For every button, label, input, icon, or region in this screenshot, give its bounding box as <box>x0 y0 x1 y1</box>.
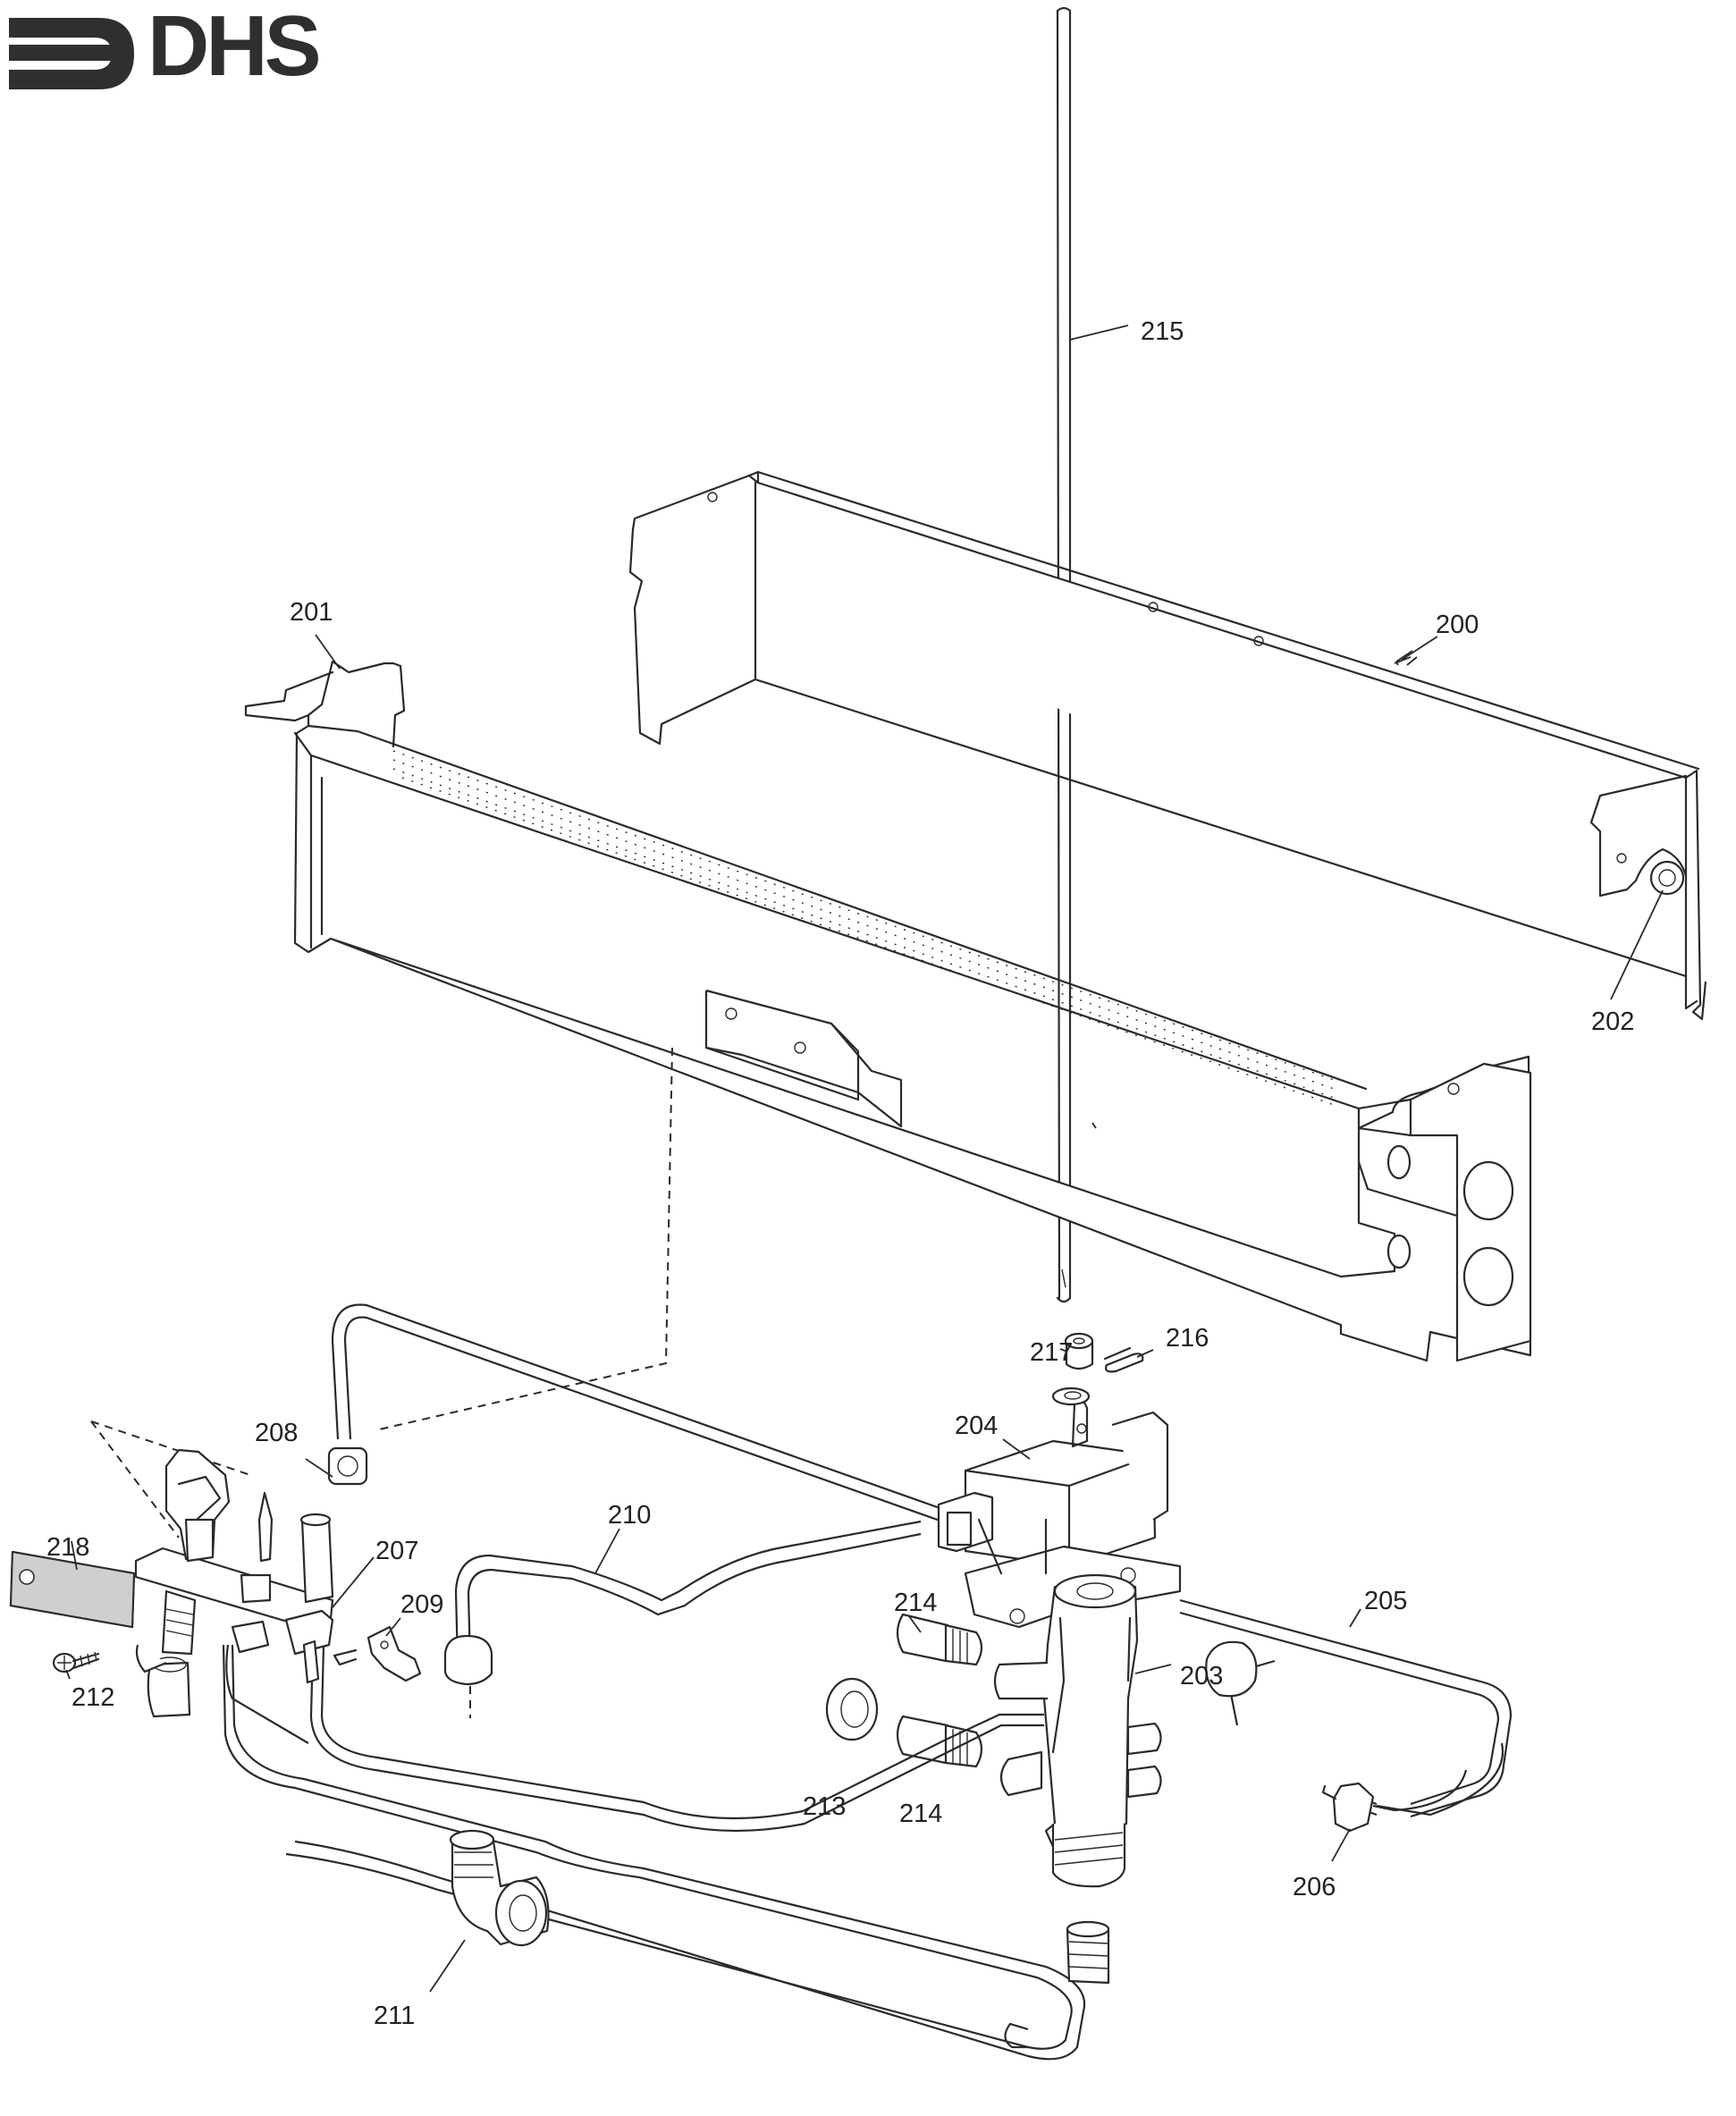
callouts: 215 200 201 202 217 216 204 208 210 218 … <box>46 317 1634 2030</box>
fitting-206 <box>1332 1782 1375 1833</box>
callout-210: 210 <box>608 1501 651 1530</box>
callout-214-top: 214 <box>894 1589 937 1617</box>
callout-215: 215 <box>1141 317 1184 346</box>
panel-200 <box>628 470 1707 1021</box>
washer <box>1051 1387 1091 1406</box>
elbow-211 <box>449 1829 550 1947</box>
callout-216: 216 <box>1166 1324 1209 1353</box>
callout-202: 202 <box>1591 1007 1634 1036</box>
callout-201: 201 <box>290 598 333 627</box>
callout-218: 218 <box>46 1533 89 1562</box>
inlet-fitting <box>1066 1920 1110 1985</box>
burner-201 <box>244 660 1532 1362</box>
callout-204: 204 <box>955 1412 998 1440</box>
callout-208: 208 <box>255 1419 298 1447</box>
callout-217: 217 <box>1030 1338 1073 1367</box>
guide-line-1 <box>375 1047 673 1431</box>
arrow-logo-icon <box>9 18 134 89</box>
callout-211: 211 <box>374 2002 415 2030</box>
dhs-logo: DHS <box>0 0 384 107</box>
rod-215 <box>1056 6 1072 1303</box>
callout-209: 209 <box>400 1590 443 1619</box>
callout-212: 212 <box>72 1683 114 1712</box>
label-218 <box>9 1550 136 1629</box>
screw-212 <box>52 1651 100 1673</box>
clip-216 <box>1103 1346 1144 1373</box>
tube-205 <box>1179 1598 1513 1833</box>
sleeve-217 <box>1064 1332 1094 1370</box>
tube-210 <box>443 1520 922 1686</box>
ring-213 <box>825 1677 879 1741</box>
callout-213: 213 <box>803 1792 846 1821</box>
pilot-207 <box>134 1448 334 1718</box>
callout-205: 205 <box>1364 1587 1407 1615</box>
nut-205 <box>1205 1640 1258 1698</box>
callout-207: 207 <box>375 1537 418 1565</box>
main-tubes <box>222 1644 1086 2061</box>
callout-203: 203 <box>1180 1662 1223 1690</box>
clip-209 <box>333 1625 422 1682</box>
callout-206: 206 <box>1293 1873 1336 1901</box>
callout-200: 200 <box>1436 611 1479 639</box>
leader-lines <box>65 325 1664 1993</box>
logo-text: DHS <box>147 0 322 94</box>
tube-208 <box>327 1303 948 1525</box>
guide-line-2 <box>90 1421 251 1539</box>
valve-203 <box>993 1573 1162 1888</box>
nut-202 <box>1649 860 1685 896</box>
nozzle-214-top <box>896 1613 983 1666</box>
callout-214-bottom: 214 <box>899 1800 942 1828</box>
